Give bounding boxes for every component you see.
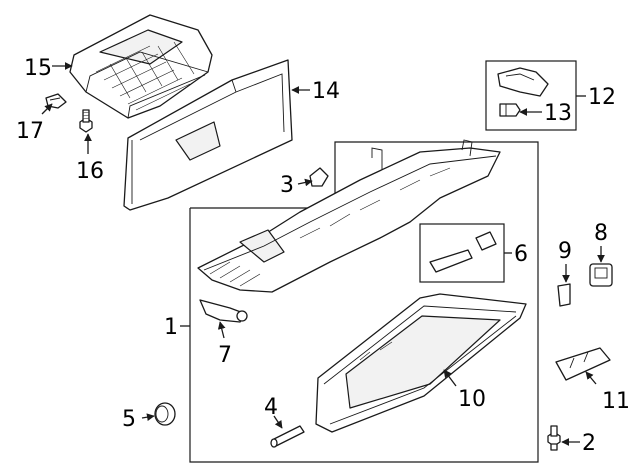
part-3-clip	[309, 167, 329, 187]
part-2-bolt	[547, 425, 561, 451]
callout-12: 12	[588, 85, 616, 110]
callout-11: 11	[602, 389, 630, 414]
part-6-latch	[429, 231, 497, 273]
callout-2: 2	[582, 431, 596, 456]
part-16-bolt	[79, 109, 93, 133]
part-11-bracket	[555, 347, 611, 381]
main-housing	[197, 139, 501, 293]
callout-15: 15	[24, 56, 52, 81]
callout-17: 17	[16, 119, 44, 144]
callout-9: 9	[558, 239, 572, 264]
callout-3: 3	[280, 173, 294, 198]
part-12-lamp-housing	[497, 67, 549, 97]
part-14-panel	[123, 59, 293, 211]
part-10-door	[315, 293, 527, 433]
callout-16: 16	[76, 159, 104, 184]
callout-1: 1	[164, 315, 178, 340]
part-13-bulb	[499, 103, 521, 117]
callout-10: 10	[458, 387, 486, 412]
part-17-clip	[45, 93, 67, 109]
callout-13: 13	[544, 101, 572, 126]
callout-8: 8	[594, 221, 608, 246]
part-5-cap	[154, 402, 176, 426]
part-8-clip	[589, 263, 613, 287]
part-9-pad	[557, 283, 571, 307]
callout-6: 6	[514, 242, 528, 267]
callout-4: 4	[264, 395, 278, 420]
callout-14: 14	[312, 79, 340, 104]
part-4-damper	[270, 425, 305, 448]
callout-7: 7	[218, 343, 232, 368]
part-15-tray	[69, 14, 213, 119]
part-7-bracket	[199, 299, 248, 323]
callout-5: 5	[122, 407, 136, 432]
